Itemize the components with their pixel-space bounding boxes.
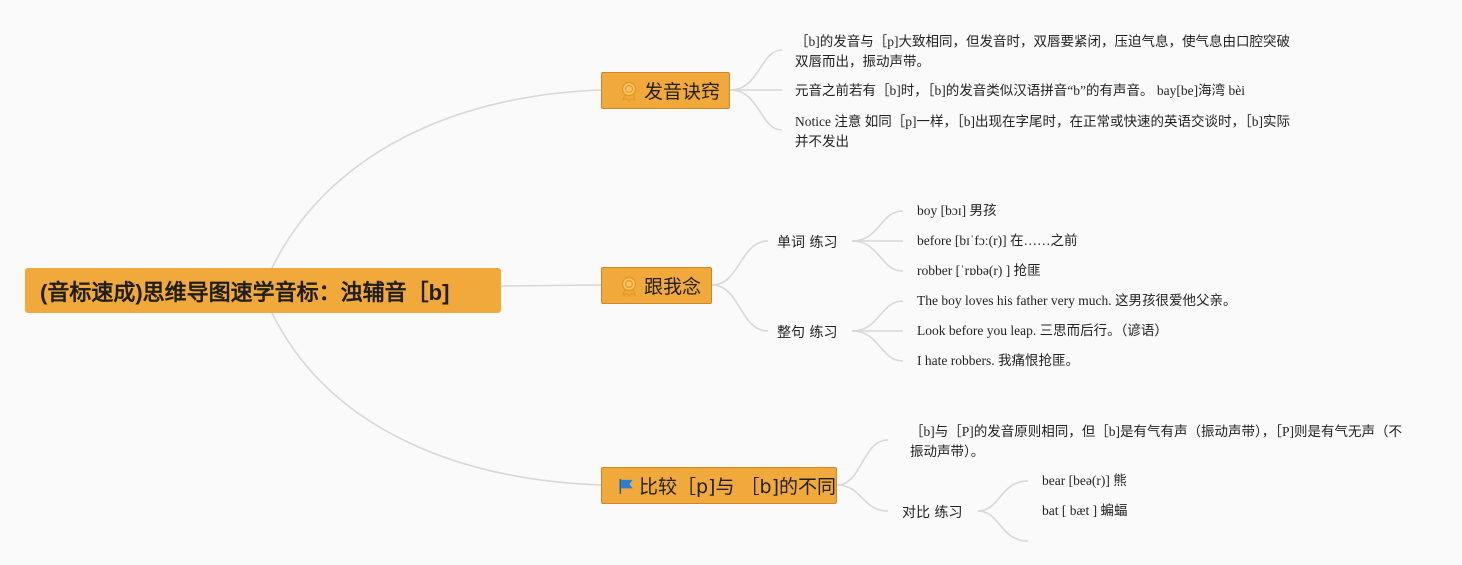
branch-label: 发音诀窍	[644, 81, 721, 103]
link-b3-g1	[836, 484, 889, 512]
tip-leaf-3[interactable]: Notice 注意 如同［p]一样，［b]出现在字尾时，在正常或快速的英语交谈时…	[795, 114, 1290, 149]
tip-leaf-2[interactable]: 元音之前若有［b]时，［b]的发音类似汉语拼音“b”的有声音。 bay[be]海…	[795, 83, 1245, 98]
word-leaf-3[interactable]: robber [ˈrɒbə(r) ] 抢匪	[917, 263, 1041, 278]
link-b2-g2	[711, 284, 769, 332]
link-b2-g1	[711, 240, 769, 286]
link-g1-l3	[851, 240, 904, 272]
contrast-leaf-2[interactable]: bat [ bæt ] 蝙蝠	[1042, 503, 1128, 518]
word-leaf-2[interactable]: before [bɪˈfɔː(r)] 在……之前	[917, 233, 1078, 248]
tip-leaf-1[interactable]: ［b]的发音与［p]大致相同，但发音时，双唇要紧闭，压迫气息，使气息由口腔突破双…	[795, 34, 1290, 69]
branch-repeat-after-me[interactable]: 跟我念	[601, 267, 712, 304]
link-root-b3	[271, 312, 602, 486]
link-root-b1	[271, 89, 602, 269]
sentence-leaf-1[interactable]: The boy loves his father very much. 这男孩很…	[917, 293, 1237, 308]
contrast-leaf-1[interactable]: bear [beə(r)] 熊	[1042, 473, 1127, 488]
link-g2-l3	[851, 330, 904, 362]
link-b1-l1	[729, 49, 783, 91]
subtopic-sentence-practice[interactable]: 整句 练习	[777, 325, 838, 341]
sentence-leaf-2[interactable]: Look before you leap. 三思而后行。（谚语）	[917, 323, 1168, 338]
link-b1-l3	[729, 89, 783, 131]
sentence-leaf-3[interactable]: I hate robbers. 我痛恨抢匪。	[917, 353, 1079, 368]
link-root-b2	[500, 284, 602, 287]
link-g2-l1	[851, 300, 904, 332]
branch-label: 跟我念	[644, 276, 702, 298]
root-title: (音标速成)思维导图速学音标：浊辅音［b]	[40, 279, 450, 305]
branch-label: 比较［p]与 ［b]的不同	[639, 476, 836, 498]
subtopic-word-practice[interactable]: 单词 练习	[777, 235, 838, 251]
link-b3-note	[836, 439, 889, 486]
link-g1-l1	[851, 210, 904, 242]
link-g3-l1	[977, 480, 1029, 512]
compare-note[interactable]: ［b]与［P]的发音原则相同，但［b]是有气有声（振动声带），［P]则是有气无声…	[910, 424, 1402, 459]
root-topic[interactable]: (音标速成)思维导图速学音标：浊辅音［b]	[25, 268, 501, 313]
medal-icon	[621, 276, 637, 297]
link-g3-l2	[977, 510, 1029, 542]
subtopic-contrast-practice[interactable]: 对比 练习	[902, 505, 963, 521]
medal-icon	[621, 81, 637, 102]
flag-icon	[619, 478, 633, 494]
word-leaf-1[interactable]: boy [bɔɪ] 男孩	[917, 203, 997, 218]
branch-compare-p-b[interactable]: 比较［p]与 ［b]的不同	[601, 467, 837, 504]
branch-pronunciation-tips[interactable]: 发音诀窍	[601, 72, 730, 109]
